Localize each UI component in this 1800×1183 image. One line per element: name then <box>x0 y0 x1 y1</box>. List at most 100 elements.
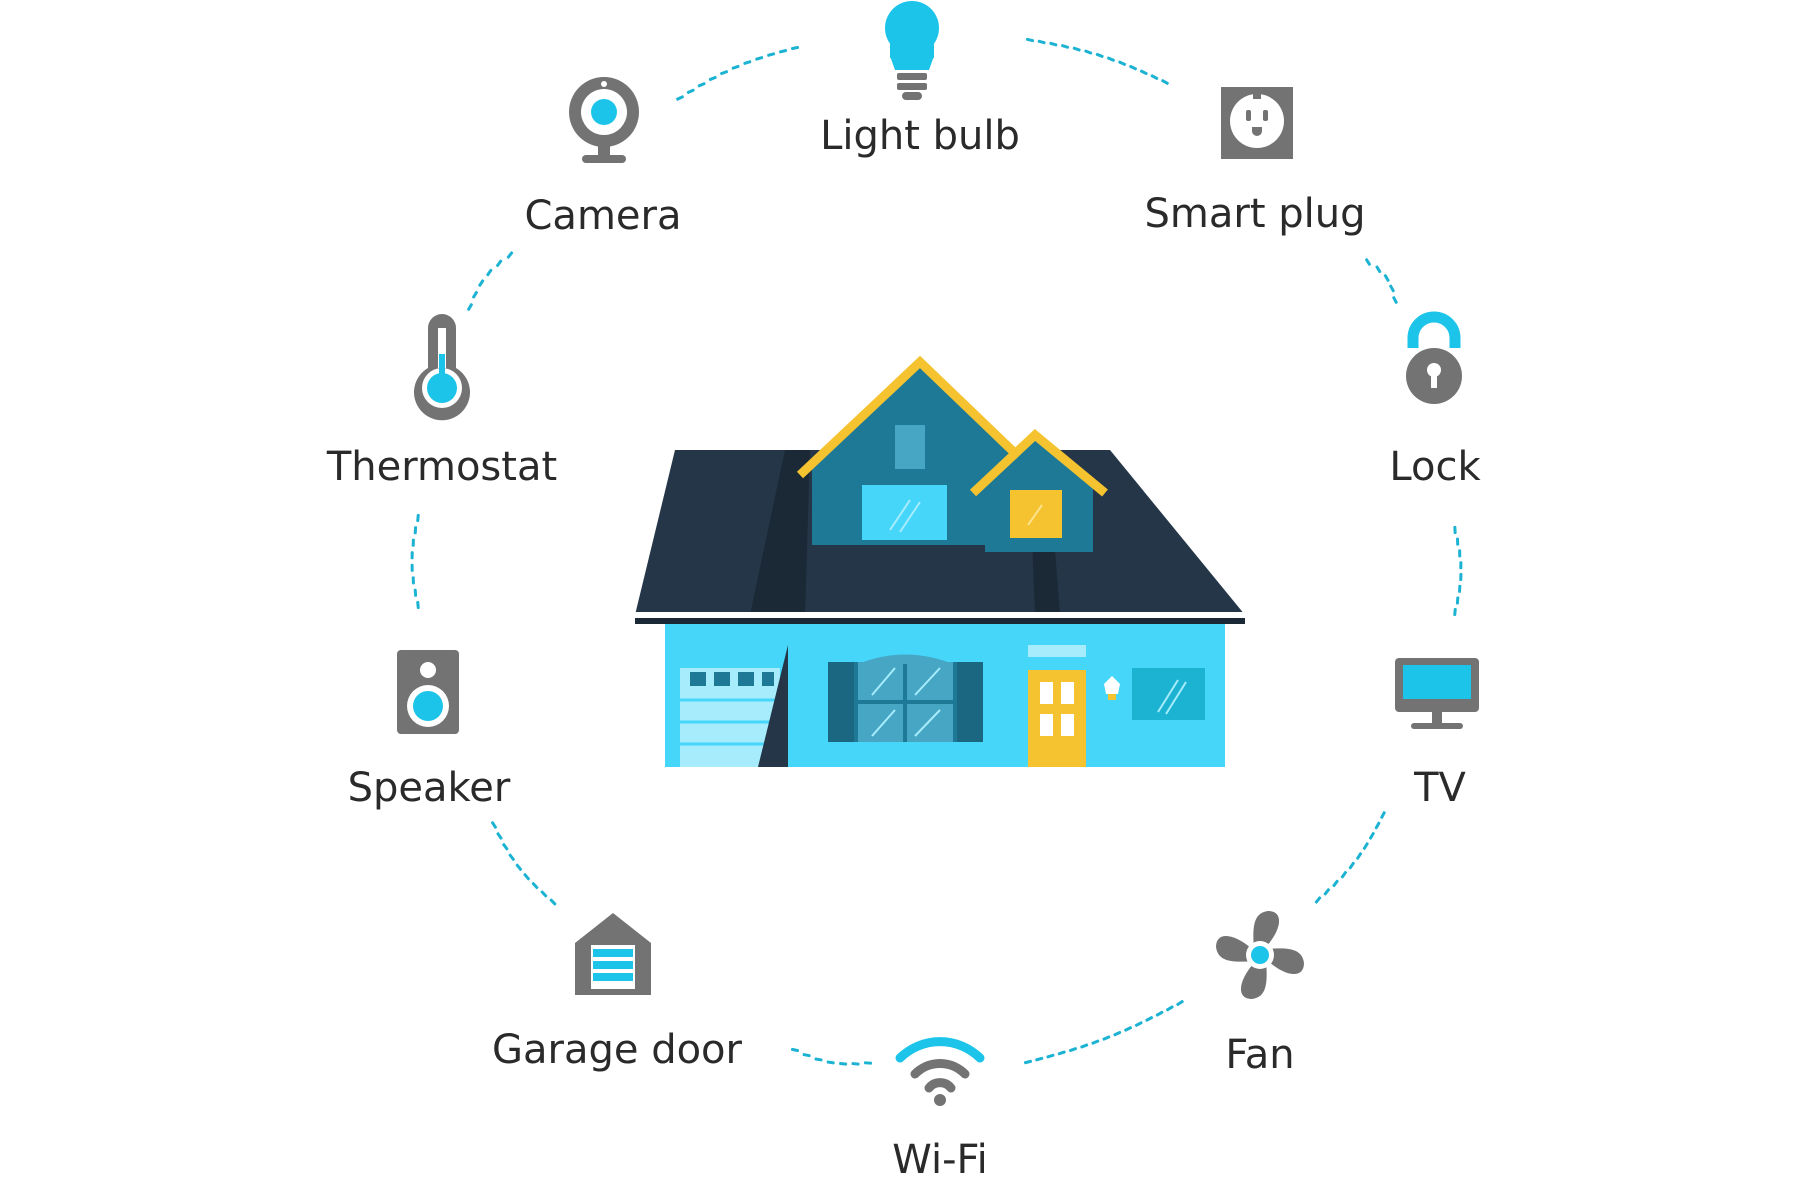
connection-dot <box>1458 584 1462 593</box>
fan-icon <box>1216 911 1304 999</box>
light-bulb-label: Light bulb <box>820 113 1020 159</box>
camera-label: Camera <box>524 193 682 239</box>
connection-dot <box>686 88 695 94</box>
connection-dot <box>413 526 418 535</box>
connection-dot <box>1362 842 1369 850</box>
lock-label: Lock <box>1389 444 1481 490</box>
connection-dot <box>495 259 503 268</box>
connection-dot <box>1046 1053 1055 1059</box>
connection-dot <box>1176 999 1184 1007</box>
connection-dot <box>411 538 415 547</box>
thermostat-icon <box>414 314 470 421</box>
connection-dot <box>478 279 485 287</box>
connection-dot <box>708 75 717 82</box>
connection-dot <box>743 60 752 65</box>
connection-dot <box>413 588 418 597</box>
connection-dot <box>1061 44 1070 49</box>
connection-dot <box>486 268 493 277</box>
house-front-door <box>1028 670 1086 767</box>
connection-dot <box>1095 52 1104 58</box>
connection-dot <box>1374 821 1381 830</box>
thermostat-label: Thermostat <box>326 444 558 490</box>
house-gable-window <box>862 485 947 540</box>
house-illustration <box>635 355 1245 767</box>
connection-dot <box>676 95 684 101</box>
lock-icon <box>1406 311 1462 404</box>
connection-dot <box>1080 1043 1089 1049</box>
connection-dot <box>863 1061 873 1065</box>
connection-dot <box>1150 74 1159 80</box>
smart-plug-label: Smart plug <box>1144 191 1366 237</box>
connection-dot <box>1124 1026 1132 1032</box>
connection-dot <box>416 600 420 610</box>
house-small-gable-trim <box>969 429 1108 497</box>
connection-dot <box>1025 37 1035 43</box>
connection-dot <box>790 1047 800 1053</box>
connection-dot <box>1145 1016 1154 1022</box>
connection-dot <box>1348 861 1355 870</box>
connection-dot <box>1057 1050 1066 1056</box>
connection-dot <box>1035 1056 1044 1062</box>
connection-dot <box>1049 41 1058 47</box>
house-wall-shadow <box>758 645 788 767</box>
connection-dot <box>1380 811 1386 819</box>
connection-dot <box>410 551 414 560</box>
connection-dot <box>471 290 479 299</box>
connection-dot <box>1084 49 1093 55</box>
connection-dot <box>1037 39 1046 45</box>
connection-dot <box>1389 284 1395 293</box>
connection-dot <box>1068 1047 1077 1053</box>
connection-dot <box>1314 896 1322 904</box>
connection-dot <box>814 1057 823 1062</box>
wifi-label: Wi-Fi <box>892 1137 988 1183</box>
connection-dot <box>467 303 473 311</box>
connection-dot <box>1072 46 1081 52</box>
connection-dot <box>1455 596 1460 605</box>
connection-dot <box>767 52 776 57</box>
connection-dot <box>1107 56 1115 62</box>
connection-dot <box>1340 870 1348 879</box>
fan-label: Fan <box>1225 1032 1295 1078</box>
connection-dot <box>826 1060 835 1065</box>
connection-dot <box>779 49 788 54</box>
connection-dot <box>523 873 530 881</box>
connection-dot <box>1458 549 1462 558</box>
connection-dot <box>1134 1021 1143 1027</box>
connection-dot <box>720 70 729 76</box>
connection-dot <box>540 890 548 898</box>
house-porch-light <box>1104 676 1120 694</box>
connection-dot <box>1323 888 1331 896</box>
connection-dots <box>410 37 1463 1066</box>
connection-dot <box>1113 1030 1122 1037</box>
smart-plug-icon <box>1221 87 1293 159</box>
connection-dot <box>1023 1059 1033 1065</box>
house-main-gable-trim <box>796 355 1024 479</box>
connection-dot <box>410 563 414 572</box>
connection-dot <box>496 832 503 840</box>
tv-icon <box>1395 658 1479 729</box>
connection-dot <box>1139 69 1148 76</box>
connection-dot <box>411 576 415 585</box>
connection-dot <box>1456 537 1460 546</box>
connection-dot <box>839 1061 848 1066</box>
connection-dot <box>1356 852 1363 860</box>
connection-dot <box>802 1053 811 1058</box>
connection-dot <box>1091 1039 1100 1045</box>
connection-dot <box>731 64 740 70</box>
connection-dot <box>755 56 764 61</box>
house-door-header <box>1028 645 1086 657</box>
connection-dot <box>1118 60 1127 66</box>
connection-dot <box>1459 561 1463 570</box>
connection-dot <box>502 843 509 851</box>
connection-dot <box>697 82 706 88</box>
connection-dot <box>1453 525 1457 535</box>
connection-dot <box>549 898 557 906</box>
house-left-roof-shade <box>750 450 810 615</box>
connection-dot <box>1375 265 1382 274</box>
wifi-icon <box>895 1037 985 1106</box>
connection-dot <box>1392 296 1398 304</box>
camera-icon <box>569 77 639 163</box>
garage-door-label: Garage door <box>492 1027 742 1073</box>
